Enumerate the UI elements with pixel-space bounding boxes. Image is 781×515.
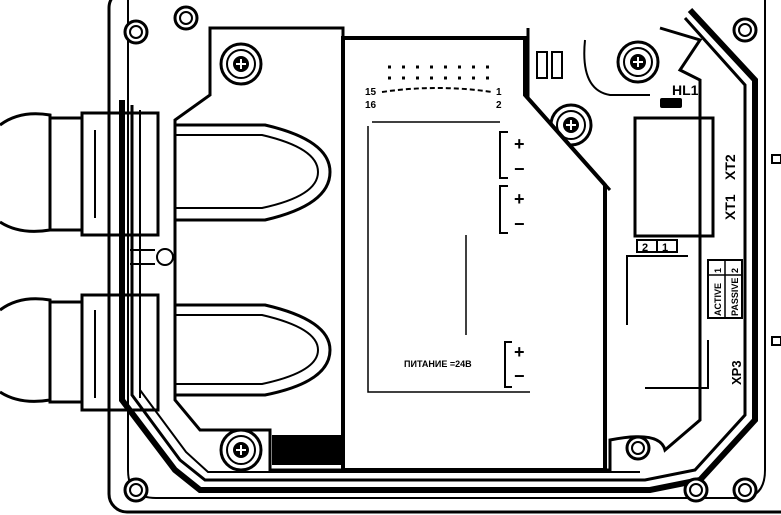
xt1-label: XT1 bbox=[722, 194, 738, 220]
xp3-label: XP3 bbox=[729, 360, 744, 385]
jumper-pin-1: 1 bbox=[662, 242, 668, 254]
minus-label: − bbox=[514, 214, 525, 234]
plus-label: + bbox=[514, 342, 525, 362]
power-label: ПИТАНИЕ =24В bbox=[404, 359, 472, 369]
pin-label: 1 bbox=[496, 87, 502, 98]
terminal-group-1: + − bbox=[499, 131, 525, 179]
mode-active-num: 1 bbox=[713, 268, 723, 273]
xt2-label: XT2 bbox=[722, 154, 738, 180]
pin-label: 16 bbox=[365, 100, 377, 111]
jumper-pin-2: 2 bbox=[642, 242, 648, 254]
mount-hole-icon bbox=[732, 17, 758, 43]
terminal-block-xt bbox=[633, 116, 715, 238]
ground-lug bbox=[130, 248, 174, 266]
mode-table: ACTIVE PASSIVE 1 2 bbox=[707, 259, 743, 319]
inner-cover bbox=[173, 26, 345, 472]
cable-gland-bottom bbox=[0, 293, 332, 412]
screw-icon bbox=[616, 40, 660, 84]
mount-hole-icon bbox=[123, 477, 149, 503]
minus-label: − bbox=[514, 159, 525, 179]
mount-hole-icon bbox=[123, 19, 149, 45]
mount-hole-icon bbox=[732, 477, 758, 503]
screw-icon bbox=[219, 42, 263, 86]
pcb-board: HL1 XT2 XT1 2 1 XP3 ACTIVE PASSIVE 1 2 bbox=[526, 26, 744, 472]
terminal-group-power: + − ПИТАНИЕ =24В bbox=[404, 341, 525, 388]
minus-label: − bbox=[514, 366, 525, 386]
led-hl1-icon bbox=[660, 98, 682, 108]
plus-label: + bbox=[514, 189, 525, 209]
jumper-icon bbox=[551, 51, 563, 79]
terminal-group-2: + − bbox=[499, 185, 525, 234]
mode-passive: PASSIVE bbox=[730, 278, 740, 316]
central-module: 15 1 16 2 + − + − + − ПИТАНИЕ =24В bbox=[341, 36, 612, 472]
mount-hole-icon bbox=[173, 5, 199, 31]
pin-label: 15 bbox=[365, 87, 377, 98]
mount-hole-icon bbox=[683, 477, 709, 503]
led-label: HL1 bbox=[672, 82, 699, 98]
cable-gland-top bbox=[0, 111, 332, 237]
jumper-icon bbox=[536, 51, 548, 79]
mode-passive-num: 2 bbox=[730, 268, 740, 273]
connector-pins bbox=[381, 65, 493, 93]
screw-icon bbox=[219, 428, 263, 472]
mode-active: ACTIVE bbox=[713, 283, 723, 316]
pin-label: 2 bbox=[496, 100, 502, 111]
plus-label: + bbox=[514, 134, 525, 154]
mount-hole-icon bbox=[625, 435, 651, 461]
